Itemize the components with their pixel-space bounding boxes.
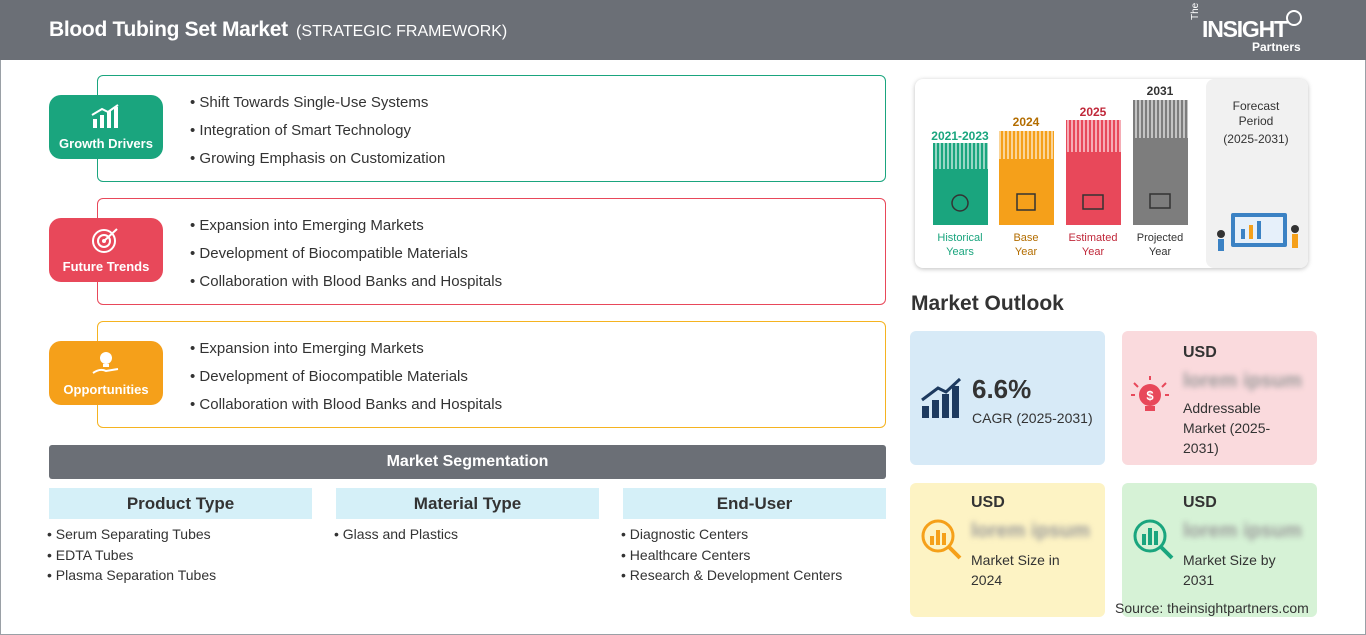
market-outlook-title: Market Outlook (911, 292, 1064, 315)
list-item: • Expansion into Emerging Markets (190, 217, 424, 234)
logo-ring-icon (1286, 10, 1302, 26)
addressable-line2: Market (2025- (1183, 420, 1271, 436)
opportunities-list: • Expansion into Emerging Markets • Deve… (190, 340, 502, 424)
size2031-line1: Market Size by (1183, 552, 1276, 568)
bar-caption: Year (1149, 246, 1172, 258)
timeline-graphic: 2021-2023 Historical Years 2024 Base Yea… (931, 79, 1308, 268)
timeline-panel: 2021-2023 Historical Years 2024 Base Yea… (915, 79, 1308, 268)
svg-text:$: $ (1146, 388, 1154, 403)
future-trends-list: • Expansion into Emerging Markets • Deve… (190, 217, 502, 301)
growth-drivers-box: • Shift Towards Single-Use Systems • Int… (97, 75, 886, 182)
cagr-card: 6.6% CAGR (2025-2031) (910, 331, 1105, 465)
header-bar: Blood Tubing Set Market (STRATEGIC FRAME… (0, 0, 1366, 60)
insight-partners-logo: The INSIGHT Partners (1190, 3, 1310, 54)
segment-list-product-type: • Serum Separating Tubes • EDTA Tubes • … (47, 526, 216, 588)
size2024-line1: Market Size in (971, 552, 1060, 568)
bar-caption: Projected (1137, 232, 1183, 244)
bar-caption: Estimated (1069, 232, 1118, 244)
list-item: • Growing Emphasis on Customization (190, 150, 446, 167)
page-title: Blood Tubing Set Market (49, 18, 288, 41)
analytics-people-icon (1217, 213, 1299, 251)
size2024-value: lorem ipsum (971, 520, 1090, 542)
size2031-line2: 2031 (1183, 572, 1215, 588)
growth-drivers-label: Growth Drivers (59, 136, 153, 151)
year-label-base: 2024 (1013, 115, 1040, 129)
list-item: • Expansion into Emerging Markets (190, 340, 424, 357)
logo-the: The (1190, 2, 1201, 20)
opportunities-box: • Expansion into Emerging Markets • Deve… (97, 321, 886, 428)
history-icon (951, 194, 969, 212)
growth-bars-icon (921, 377, 962, 418)
growth-drivers-badge: Growth Drivers (49, 95, 163, 159)
addressable-currency: USD (1183, 344, 1217, 361)
bar-caption: Year (1082, 246, 1105, 258)
cagr-value: 6.6% (972, 374, 1032, 404)
addressable-market-card: $ USD lorem ipsum Addressable Market (20… (1122, 331, 1317, 465)
forecast-line1: Forecast (1233, 99, 1280, 113)
bar-stripes (1133, 100, 1188, 138)
magnifier-growth-icon (1133, 519, 1174, 560)
source-note: Source: theinsightpartners.com (1115, 600, 1309, 616)
list-item: • Development of Biocompatible Materials (190, 368, 468, 385)
addressable-value: lorem ipsum (1183, 370, 1302, 392)
market-size-2024-card: USD lorem ipsum Market Size in 2024 (910, 483, 1105, 617)
magnifier-chart-icon (921, 519, 962, 560)
market-segmentation-bar: Market Segmentation (49, 445, 886, 479)
size2024-currency: USD (971, 494, 1005, 511)
forecast-line3: (2025-2031) (1223, 132, 1288, 146)
growth-drivers-list: • Shift Towards Single-Use Systems • Int… (190, 94, 445, 178)
list-item: • Integration of Smart Technology (190, 122, 411, 139)
lightbulb-hand-icon (92, 352, 119, 374)
year-label-projected: 2031 (1147, 84, 1174, 98)
segment-header-material-type: Material Type (336, 488, 599, 519)
list-item: • Collaboration with Blood Banks and Hos… (190, 273, 503, 290)
future-trends-label: Future Trends (62, 259, 150, 274)
bar-stripes (999, 131, 1054, 159)
size2031-value: lorem ipsum (1183, 520, 1302, 542)
money-bulb-icon: $ (1131, 376, 1169, 411)
bar-stripes (1066, 120, 1121, 152)
growth-chart-icon (91, 104, 119, 128)
estimate-icon (1082, 194, 1104, 210)
list-item: • Collaboration with Blood Banks and Hos… (190, 396, 503, 413)
list-item: • Development of Biocompatible Materials (190, 245, 468, 262)
presentation-icon (1149, 193, 1171, 209)
size2031-currency: USD (1183, 494, 1217, 511)
segment-list-end-user: • Diagnostic Centers • Healthcare Center… (621, 526, 842, 588)
list-item: • Healthcare Centers (621, 546, 751, 563)
bar-caption: Years (946, 246, 974, 258)
list-item: • Research & Development Centers (621, 567, 843, 583)
bar-caption: Base (1013, 232, 1038, 244)
bar-caption: Year (1015, 246, 1038, 258)
list-item: • Plasma Separation Tubes (47, 567, 217, 583)
opportunities-label: Opportunities (63, 382, 149, 397)
bar-caption: Historical (937, 232, 982, 244)
market-size-2031-card: USD lorem ipsum Market Size by 2031 (1122, 483, 1317, 617)
list-item: • Serum Separating Tubes (47, 526, 211, 542)
future-trends-box: • Expansion into Emerging Markets • Deve… (97, 198, 886, 305)
list-item: • Diagnostic Centers (621, 526, 749, 542)
logo-insight: INSIGHT (1202, 16, 1288, 42)
list-item: • EDTA Tubes (47, 546, 134, 563)
logo-partners: Partners (1252, 40, 1301, 54)
future-trends-badge: Future Trends (49, 218, 163, 282)
addressable-line1: Addressable (1183, 400, 1261, 416)
opportunities-badge: Opportunities (49, 341, 163, 405)
cagr-label: CAGR (2025-2031) (972, 410, 1093, 426)
segment-list-material-type: • Glass and Plastics (334, 526, 458, 547)
year-label-estimated: 2025 (1080, 105, 1107, 119)
segment-header-end-user: End-User (623, 488, 886, 519)
year-label-historical: 2021-2023 (931, 129, 989, 143)
list-item: • Glass and Plastics (334, 526, 458, 542)
page-subtitle: (STRATEGIC FRAMEWORK) (296, 23, 508, 40)
target-icon (92, 228, 118, 253)
segment-header-product-type: Product Type (49, 488, 312, 519)
bar-stripes (933, 143, 988, 169)
size2024-line2: 2024 (971, 572, 1003, 588)
list-item: • Shift Towards Single-Use Systems (190, 94, 429, 111)
addressable-line3: 2031) (1183, 440, 1219, 456)
calendar-icon (1016, 193, 1036, 211)
forecast-line2: Period (1239, 114, 1274, 128)
